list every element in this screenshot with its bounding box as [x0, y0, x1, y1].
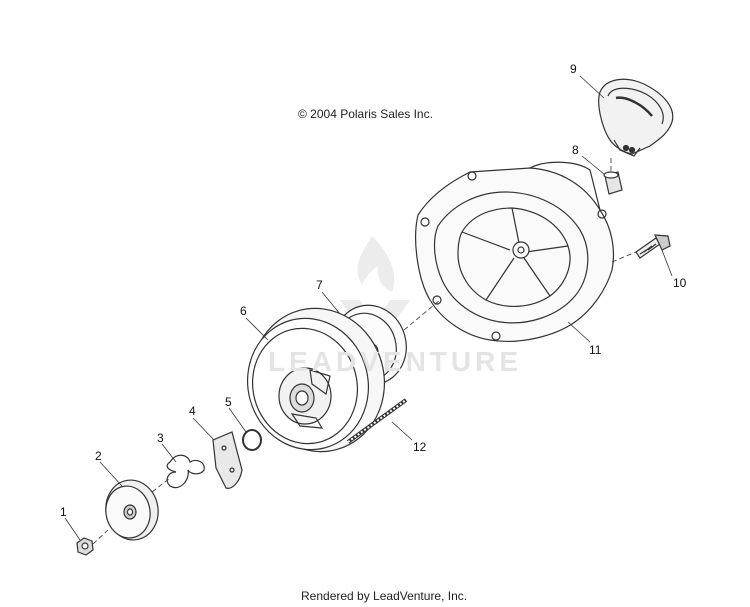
callout-2: 2: [95, 449, 102, 463]
pulley-part: [246, 307, 386, 453]
callout-4: 4: [189, 404, 196, 418]
bushing-part: [603, 171, 623, 195]
bolt-part: [635, 234, 671, 259]
washer-plate-part: [105, 479, 159, 541]
callout-6: 6: [240, 304, 247, 318]
assembly-axis-lines: [92, 158, 637, 545]
rope-part: [346, 398, 408, 444]
callout-5: 5: [225, 395, 232, 409]
callout-10: 10: [673, 276, 687, 290]
watermark-text: LEADVENTURE: [268, 346, 523, 377]
callout-12: 12: [413, 440, 427, 454]
snap-ring-part: [242, 429, 262, 451]
callout-9: 9: [570, 62, 577, 76]
callout-3: 3: [157, 431, 164, 445]
copyright-notice: © 2004 Polaris Sales Inc.: [298, 107, 433, 121]
callout-8: 8: [572, 143, 579, 157]
callout-1: 1: [60, 505, 67, 519]
footer-credit: Rendered by LeadVenture, Inc.: [301, 589, 468, 603]
nut-part: [76, 537, 94, 556]
handle-part: [598, 78, 674, 157]
pawl-part: [212, 431, 243, 489]
callout-11: 11: [589, 343, 602, 357]
callout-7: 7: [316, 278, 323, 292]
spring-clip-part: [166, 454, 205, 489]
callout-leader-lines: [64, 75, 673, 541]
housing-part: [415, 161, 615, 342]
